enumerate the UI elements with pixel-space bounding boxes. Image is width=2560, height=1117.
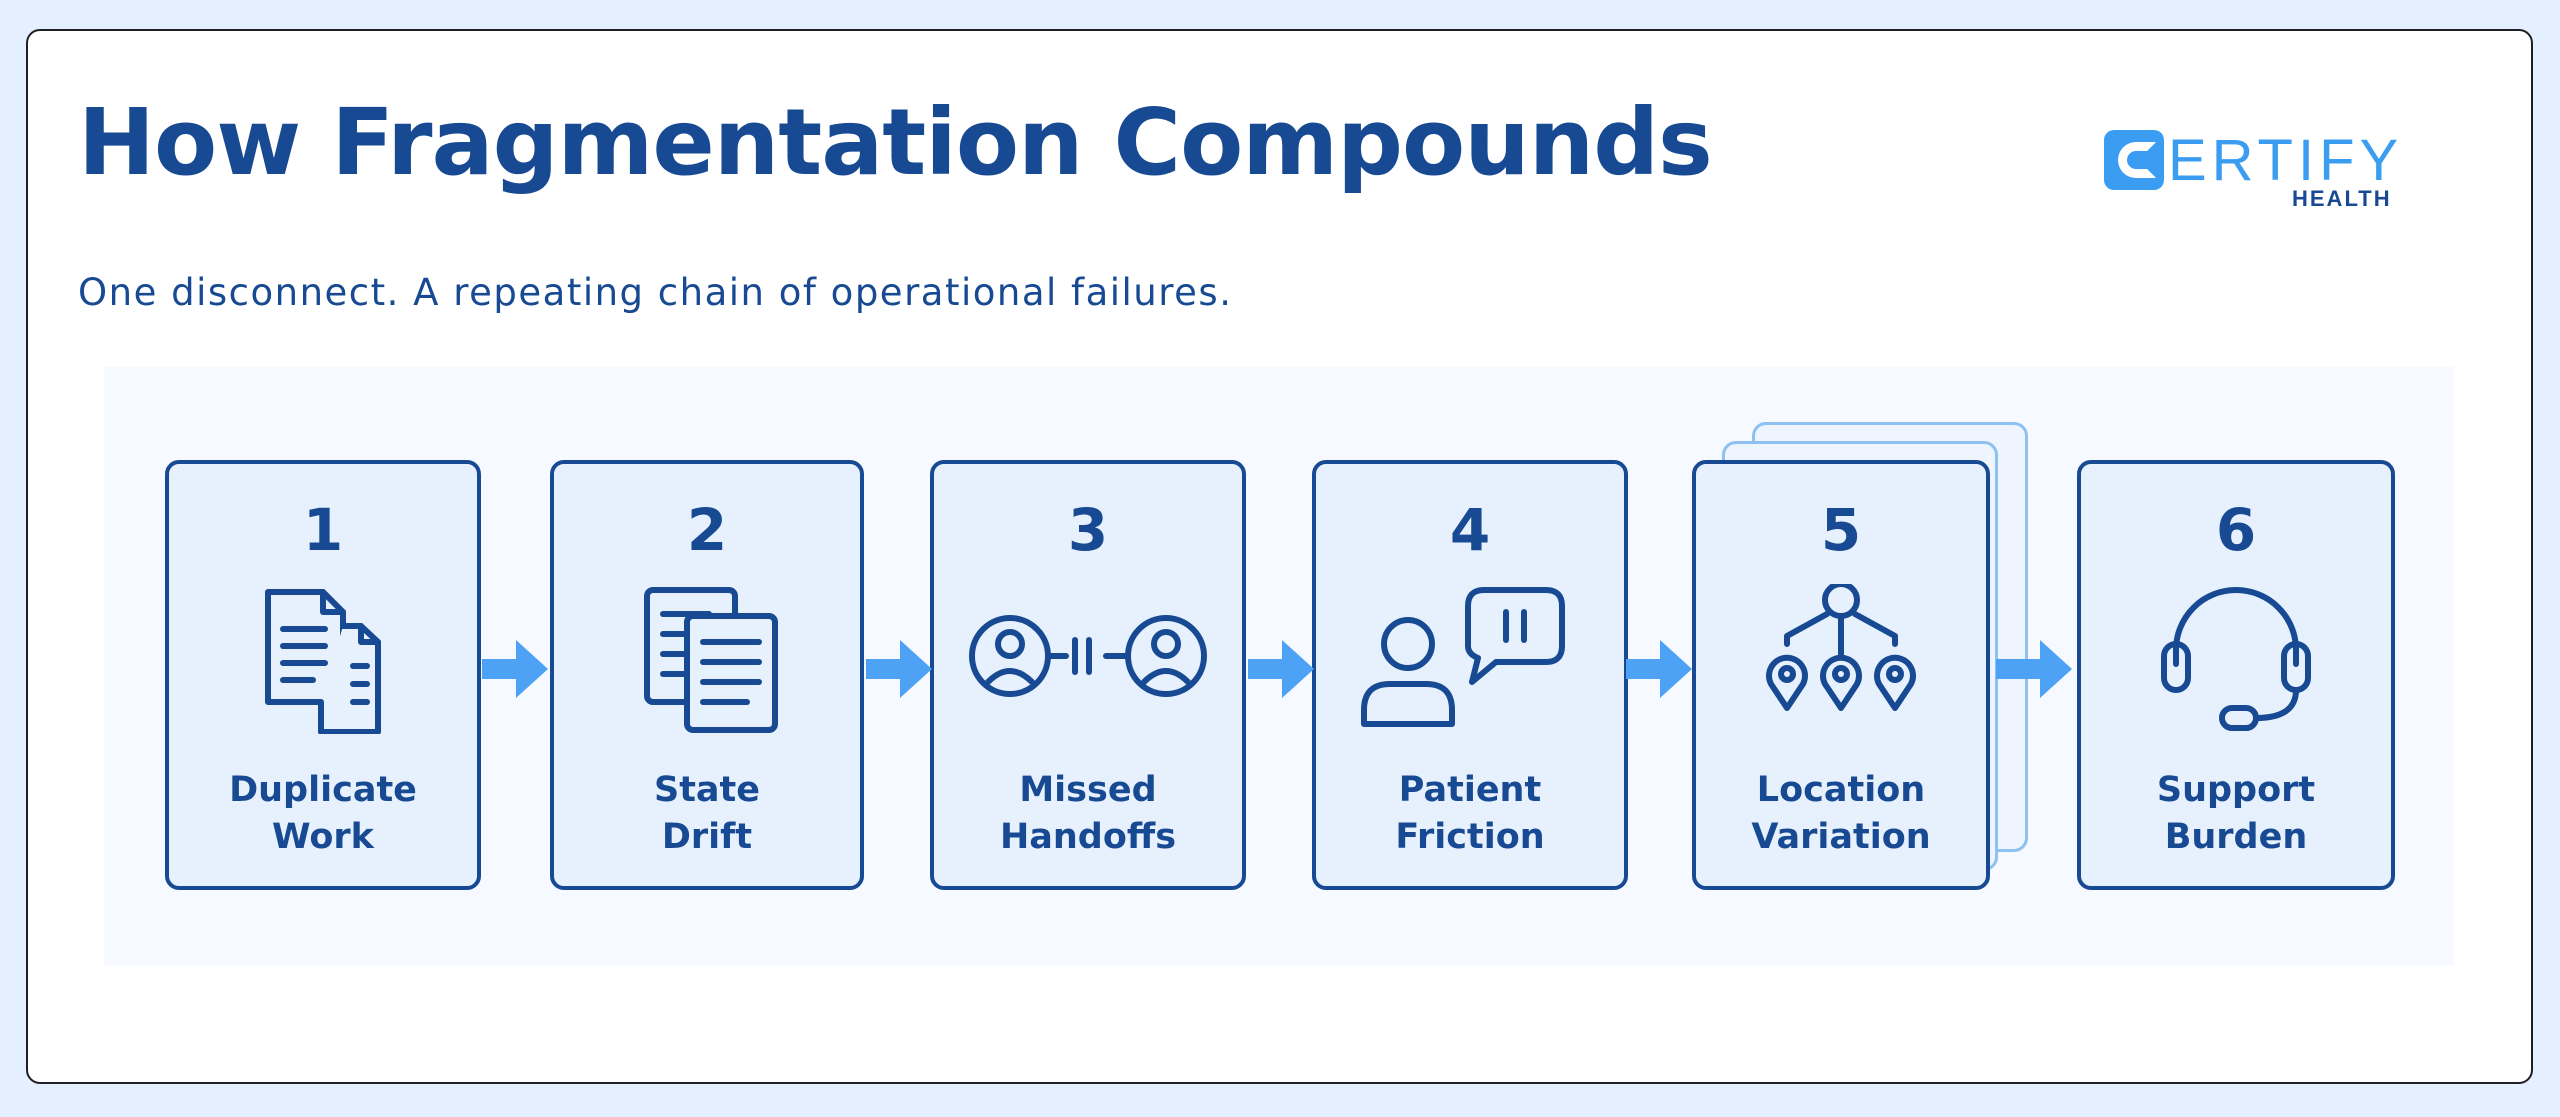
step-label: Duplicate Work	[229, 770, 417, 857]
right-arrow-icon	[482, 640, 548, 698]
step-label: Missed Handoffs	[999, 770, 1177, 857]
step-label: Patient Friction	[1395, 770, 1545, 857]
step-card-1: 1 Duplicate Work	[165, 460, 481, 890]
step-card-3: 3 Missed Handoffs	[930, 460, 1246, 890]
step-card-6: 6 Support Burden	[2077, 460, 2395, 890]
right-arrow-icon	[866, 640, 932, 698]
step-label: State Drift	[653, 770, 761, 857]
certify-health-logo: ERTIFY HEALTH	[2080, 130, 2440, 230]
broken-handoff-icon	[969, 615, 1207, 697]
step-number: 4	[1449, 496, 1491, 564]
step-label: Location Variation	[1751, 770, 1931, 857]
logo-c-mark-icon	[2104, 130, 2164, 190]
headset-icon	[2161, 587, 2311, 731]
step-number: 1	[302, 496, 344, 564]
overlapping-documents-icon	[644, 587, 778, 733]
step-number: 5	[1820, 496, 1862, 564]
right-arrow-icon	[1996, 640, 2072, 698]
person-waiting-icon	[1361, 587, 1565, 727]
right-arrow-icon	[1626, 640, 1692, 698]
step-card-4: 4 Patient Friction	[1312, 460, 1628, 890]
step-card-5: 5 Location Variation	[1692, 460, 1990, 890]
logo-wordmark: ERTIFY	[2168, 128, 2404, 193]
logo-subtitle: HEALTH	[2292, 186, 2392, 211]
page-title: How Fragmentation Compounds	[78, 89, 1713, 196]
step-card-2: 2 State Drift	[550, 460, 864, 890]
step-number: 2	[686, 496, 728, 564]
step-label: Support Burden	[2156, 770, 2316, 857]
page-subtitle: One disconnect. A repeating chain of ope…	[78, 271, 1233, 314]
location-network-icon	[1766, 584, 1916, 711]
right-arrow-icon	[1248, 640, 1314, 698]
duplicate-documents-icon	[265, 589, 381, 734]
step-number: 6	[2215, 496, 2257, 564]
step-number: 3	[1067, 496, 1109, 564]
